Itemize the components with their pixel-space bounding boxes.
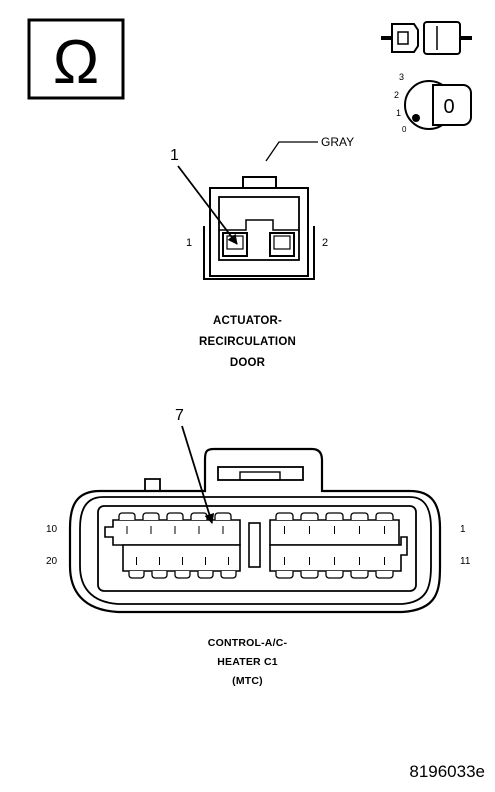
callout-1: 1 — [170, 147, 179, 164]
pin-cavity — [275, 571, 294, 579]
control-caption-line-2: HEATER C1 — [217, 656, 278, 668]
key-position-1: 1 — [396, 108, 401, 118]
pin-cavity — [214, 512, 232, 520]
pin-cavity — [375, 571, 394, 579]
pin-cavity — [350, 512, 369, 520]
ignition-key-icon: 3 2 1 0 0 — [394, 72, 472, 134]
pin-cavity — [350, 571, 369, 579]
pin-1-label-c1: 1 — [460, 524, 466, 535]
actuator-caption-line-3: DOOR — [229, 357, 266, 369]
connector-pin-cavities — [118, 512, 394, 579]
pin-cavity — [325, 571, 344, 579]
disconnected-connector-icon — [381, 21, 472, 55]
pin-cavity — [197, 571, 214, 579]
pin-cavity — [220, 571, 237, 579]
key-position-2: 2 — [394, 90, 399, 100]
pin-cavity — [128, 571, 145, 579]
pin-cavity — [325, 512, 344, 520]
key-position-selected: 0 — [443, 96, 454, 118]
gray-wire-label: GRAY — [321, 135, 354, 149]
pin-cavity — [174, 571, 191, 579]
actuator-caption-line-1: ACTUATOR- — [212, 315, 283, 327]
actuator-caption-line-2: RECIRCULATION — [199, 336, 296, 348]
pin-11-label: 11 — [460, 556, 471, 567]
pin-cavity — [151, 571, 168, 579]
ohm-symbol: Ω — [53, 28, 99, 97]
pin-10-label: 10 — [46, 524, 58, 535]
pin-cavity — [190, 512, 208, 520]
pin-cavity — [166, 512, 184, 520]
actuator-caption: ACTUATOR- RECIRCULATION DOOR — [0, 311, 495, 374]
control-caption-line-3: (MTC) — [232, 675, 263, 687]
ohmmeter-icon: Ω — [27, 18, 125, 100]
key-position-0: 0 — [402, 125, 407, 134]
pin-cavity — [375, 512, 394, 520]
pin-1-label: 1 — [186, 237, 192, 249]
control-connector: 7 10 20 1 11 — [46, 407, 471, 614]
actuator-connector: GRAY 1 1 2 — [170, 135, 354, 280]
pin-cavity — [142, 512, 160, 520]
pin-20-label: 20 — [46, 556, 58, 567]
pin-2-label: 2 — [322, 237, 328, 249]
callout-7: 7 — [175, 407, 184, 424]
key-position-3: 3 — [399, 72, 404, 82]
figure-id: 8196033e — [409, 762, 485, 781]
pin-cavity — [300, 571, 319, 579]
control-caption: CONTROL-A/C- HEATER C1 (MTC) — [0, 634, 495, 691]
control-caption-line-1: CONTROL-A/C- — [207, 637, 288, 649]
pin-cavity — [118, 512, 136, 520]
pin-cavity — [275, 512, 294, 520]
pin-cavity — [300, 512, 319, 520]
